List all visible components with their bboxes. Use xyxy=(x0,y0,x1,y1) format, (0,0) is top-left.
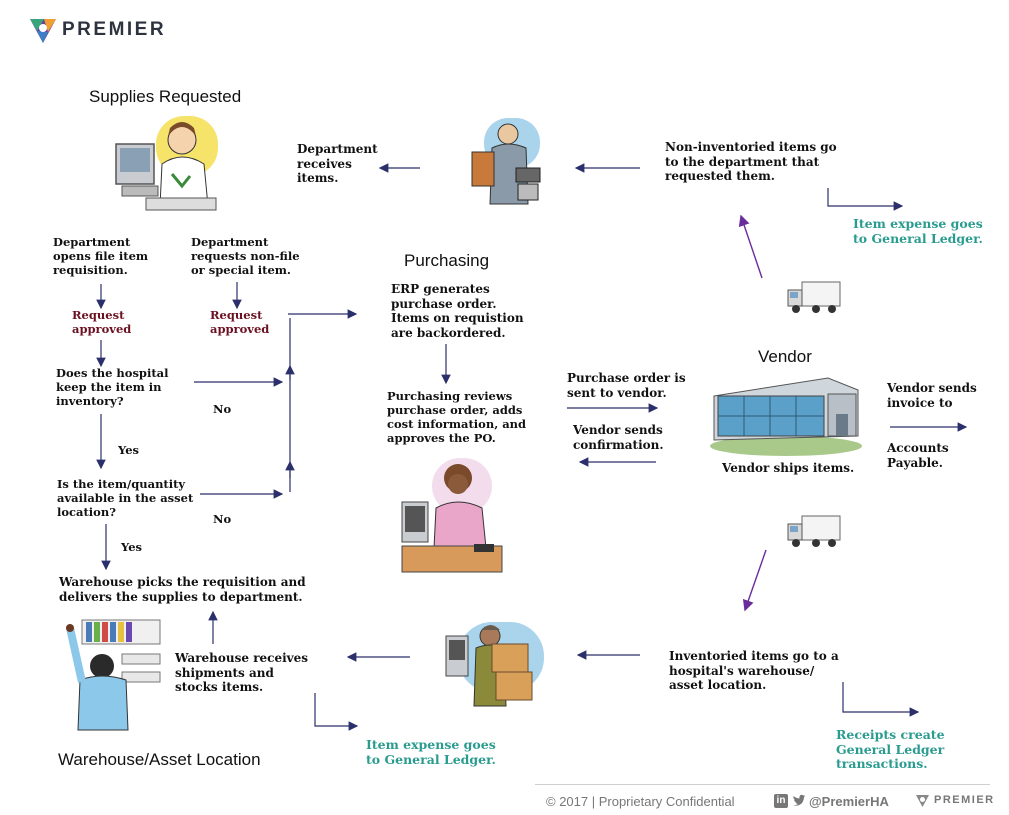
item-available-text: Is the item/quantity available in the as… xyxy=(57,477,194,519)
yes-label-1: Yes xyxy=(118,443,140,457)
heading-supplies-requested: Supplies Requested xyxy=(89,87,242,106)
footer-divider xyxy=(535,784,990,785)
request-approved-1: Request approved xyxy=(72,308,132,336)
purchasing-reviews-text: Purchasing reviews purchase order, adds … xyxy=(387,389,527,445)
warehouse-receives-text: Warehouse receives shipments and stocks … xyxy=(175,651,309,694)
dept-opens-text: Department opens file item requisition. xyxy=(53,235,149,277)
vendor-building-icon xyxy=(708,374,864,456)
vendor-ships-text: Vendor ships items. xyxy=(722,461,855,475)
accounts-payable-text: Accounts Payable. xyxy=(887,441,949,470)
warehouse-picks-text: Warehouse picks the requisition and deli… xyxy=(59,575,306,604)
item-expense-top-text: Item expense goes to General Ledger. xyxy=(853,216,983,246)
item-expense-bottom-text: Item expense goes to General Ledger. xyxy=(366,737,496,767)
delivery-truck-icon xyxy=(786,278,842,316)
footer-handle[interactable]: @PremierHA xyxy=(809,794,889,809)
heading-purchasing: Purchasing xyxy=(404,251,490,270)
dept-receives-text: Department receives items. xyxy=(297,142,378,185)
request-approved-2: Request approved xyxy=(210,308,270,336)
delivery-truck-icon xyxy=(786,512,842,550)
box-carrier-icon xyxy=(445,622,546,718)
po-sent-text: Purchase order is sent to vendor. xyxy=(567,371,686,400)
warehouse-worker-icon xyxy=(62,618,162,731)
yes-label-2: Yes xyxy=(121,540,143,554)
vendor-confirm-text: Vendor sends confirmation. xyxy=(573,423,664,452)
brand-name: PREMIER xyxy=(62,19,167,40)
no-label-2: No xyxy=(213,512,232,526)
footer-copyright: © 2017 | Proprietary Confidential xyxy=(546,794,735,809)
linkedin-icon[interactable]: in xyxy=(774,794,788,808)
dept-requests-text: Department requests non-file or special … xyxy=(191,235,300,277)
footer-brand: PREMIER xyxy=(934,794,995,806)
vendor-invoice-text: Vendor sends invoice to xyxy=(887,381,977,410)
no-label-1: No xyxy=(213,402,232,416)
twitter-icon[interactable] xyxy=(792,793,806,807)
premier-logo-icon xyxy=(28,15,58,45)
inventoried-items-text: Inventoried items go to a hospital's war… xyxy=(669,649,839,692)
purchasing-agent-icon xyxy=(401,458,503,574)
heading-warehouse: Warehouse/Asset Location xyxy=(58,750,261,769)
premier-logo-icon xyxy=(915,793,930,808)
hospital-keep-text: Does the hospital keep the item in inven… xyxy=(56,366,169,408)
heading-vendor: Vendor xyxy=(758,347,812,366)
mail-clerk-icon xyxy=(466,118,544,210)
non-inventoried-text: Non-inventoried items go to the departme… xyxy=(665,140,837,183)
office-worker-icon xyxy=(115,114,220,216)
erp-text: ERP generates purchase order. Items on r… xyxy=(391,282,524,340)
receipts-text: Receipts create General Ledger transacti… xyxy=(836,727,945,771)
